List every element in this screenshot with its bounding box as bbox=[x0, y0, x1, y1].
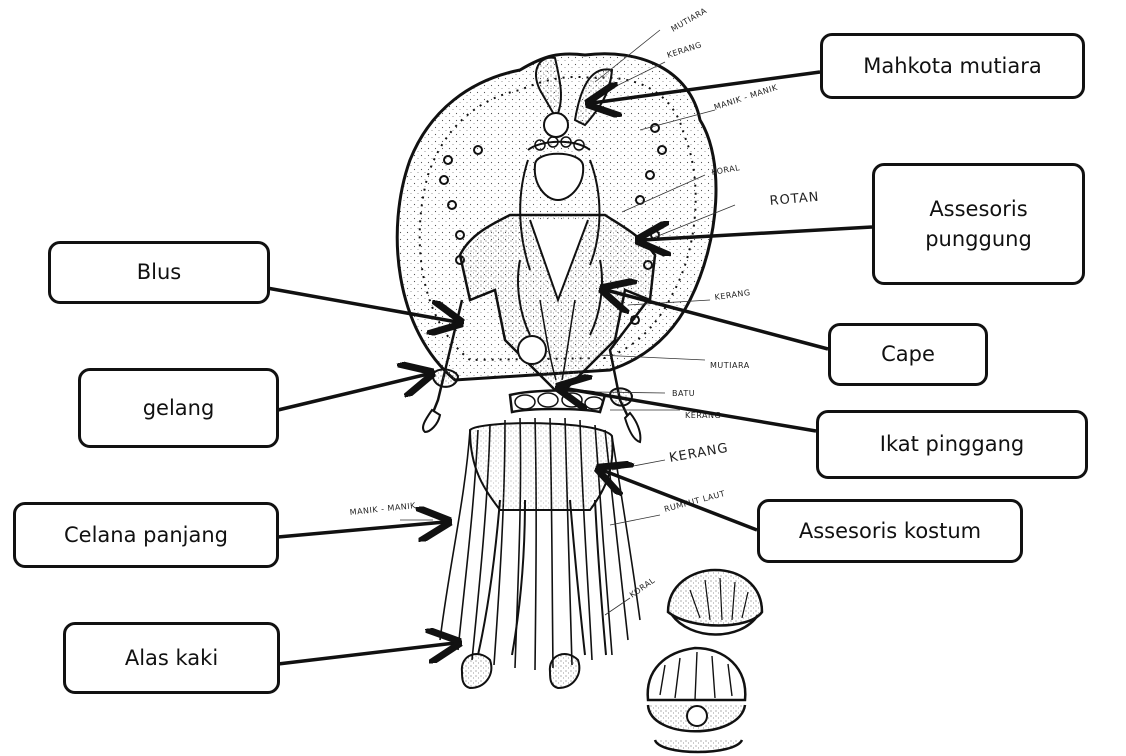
note-batu: BATU bbox=[672, 389, 695, 398]
left-hand bbox=[423, 410, 440, 432]
note-koral-2: KORAL bbox=[628, 576, 657, 600]
right-shoe bbox=[550, 654, 579, 688]
right-hand bbox=[625, 413, 640, 442]
detail-shell-closed bbox=[668, 570, 762, 635]
label-cape: Cape bbox=[828, 323, 988, 386]
note-manik-left: MANIK - MANIK bbox=[349, 501, 416, 517]
detail-shell-open bbox=[648, 648, 746, 752]
label-alas-kaki: Alas kaki bbox=[63, 622, 280, 694]
note-rotan: ROTAN bbox=[769, 190, 820, 209]
arrow-gelang bbox=[278, 374, 428, 410]
left-shoe bbox=[462, 654, 491, 688]
label-gelang: gelang bbox=[78, 368, 279, 448]
arrow-celana bbox=[278, 522, 445, 537]
label-assesoris-kostum: Assesoris kostum bbox=[757, 499, 1023, 563]
label-celana-panjang: Celana panjang bbox=[13, 502, 279, 568]
arrow-alas-kaki bbox=[278, 643, 455, 664]
note-mutiara-top: MUTIARA bbox=[670, 6, 709, 34]
label-ikat-pinggang: Ikat pinggang bbox=[816, 410, 1088, 479]
skirt-shell-panel bbox=[470, 423, 613, 510]
label-assesoris-punggung: Assesoris punggung bbox=[872, 163, 1085, 285]
left-bracelet bbox=[433, 369, 458, 386]
note-kerang-top: KERANG bbox=[666, 40, 703, 60]
note-rumput-laut: RUMPUT LAUT bbox=[663, 489, 726, 514]
label-mahkota-mutiara: Mahkota mutiara bbox=[820, 33, 1085, 99]
label-blus: Blus bbox=[48, 241, 270, 304]
note-kerang-4: KERANG bbox=[668, 441, 730, 466]
note-mutiara-2: MUTIARA bbox=[710, 361, 750, 370]
note-manik-top: MANIK - MANIK bbox=[713, 83, 779, 112]
note-kerang-2: KERANG bbox=[714, 288, 751, 302]
